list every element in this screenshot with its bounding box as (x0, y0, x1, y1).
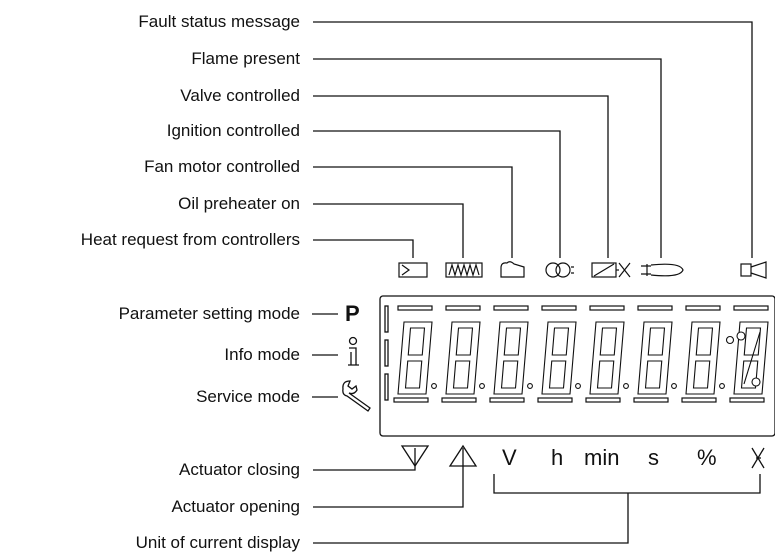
lcd-bottom-bar (585, 397, 621, 403)
lcd-small-ring (725, 335, 735, 345)
callout-info-mode: Info mode (224, 345, 300, 364)
leader-flame (313, 58, 662, 258)
callout-ignition-controlled: Ignition controlled (166, 121, 300, 140)
leader-oil (313, 203, 464, 258)
leader-valve (313, 95, 609, 258)
callout-actuator-closing: Actuator closing (179, 460, 300, 479)
lcd-fault-slash (743, 331, 761, 385)
callout-flame-present: Flame present (191, 49, 300, 68)
unit-minutes: min (584, 445, 620, 470)
leader-actuator-closing (313, 448, 416, 471)
lcd-small-ring (751, 377, 761, 387)
lcd-decimal-point (479, 383, 485, 389)
leader-fault (313, 21, 753, 258)
lcd-bottom-bar (441, 397, 477, 403)
parameter-mode-symbol: P (345, 301, 360, 326)
service-mode-icon (342, 380, 371, 412)
callout-heat-request: Heat request from controllers (80, 230, 300, 249)
ignition-icon (545, 262, 574, 278)
callout-parameter-mode: Parameter setting mode (118, 304, 300, 323)
leader-ignition (313, 130, 561, 258)
fault-horn-icon (740, 261, 767, 279)
valve-icon (591, 262, 631, 278)
lcd-digit (445, 321, 481, 395)
actuator-closing-icon (400, 445, 430, 468)
lcd-top-bar (685, 305, 721, 311)
lcd-digit (637, 321, 673, 395)
flame-icon (641, 263, 684, 277)
lcd-bottom-bar (633, 397, 669, 403)
lcd-digit (493, 321, 529, 395)
lcd-decimal-point (719, 383, 725, 389)
leader-actuator-opening (313, 448, 464, 508)
callout-oil-preheater: Oil preheater on (178, 194, 300, 213)
lcd-decimal-point (575, 383, 581, 389)
callout-actuator-opening: Actuator opening (171, 497, 300, 516)
lcd-bottom-bar (681, 397, 717, 403)
lcd-digit (541, 321, 577, 395)
info-mode-icon (348, 336, 359, 366)
callout-valve-controlled: Valve controlled (180, 86, 300, 105)
leader-fan (313, 166, 513, 258)
valve-position-icon (751, 447, 765, 469)
lcd-top-bar (733, 305, 769, 311)
lcd-top-bar (445, 305, 481, 311)
unit-percent: % (697, 445, 717, 470)
lcd-display (379, 295, 775, 437)
callout-unit-display: Unit of current display (135, 533, 300, 552)
lcd-bottom-bar (537, 397, 573, 403)
lcd-decimal-point (623, 383, 629, 389)
lcd-bars (393, 305, 769, 403)
lcd-bottom-bar (393, 397, 429, 403)
lcd-decimal-point (431, 383, 437, 389)
lcd-top-bar (397, 305, 433, 311)
lcd-bottom-bar (729, 397, 765, 403)
lcd-digit (397, 321, 433, 395)
actuator-opening-icon (448, 444, 478, 467)
callout-service-mode: Service mode (196, 387, 300, 406)
lcd-top-bar (493, 305, 529, 311)
lcd-top-bar (541, 305, 577, 311)
lcd-decimal-point (527, 383, 533, 389)
unit-seconds: s (648, 445, 659, 470)
lcd-digits (397, 321, 769, 395)
unit-hours: h (551, 445, 564, 470)
lcd-decimal-point (671, 383, 677, 389)
lcd-top-bar (589, 305, 625, 311)
callout-fault-status: Fault status message (138, 12, 300, 31)
lcd-small-ring (736, 331, 746, 341)
lcd-bottom-bar (489, 397, 525, 403)
unit-volts: V (502, 445, 517, 470)
lcd-digit (685, 321, 721, 395)
callout-fan-motor: Fan motor controlled (144, 157, 300, 176)
lcd-top-bar (637, 305, 673, 311)
heat-request-icon (398, 262, 428, 278)
leader-heat (313, 239, 414, 258)
leader-unit (313, 474, 761, 544)
fan-motor-icon (500, 261, 525, 278)
oil-preheater-icon (445, 262, 483, 278)
lcd-digit (589, 321, 625, 395)
